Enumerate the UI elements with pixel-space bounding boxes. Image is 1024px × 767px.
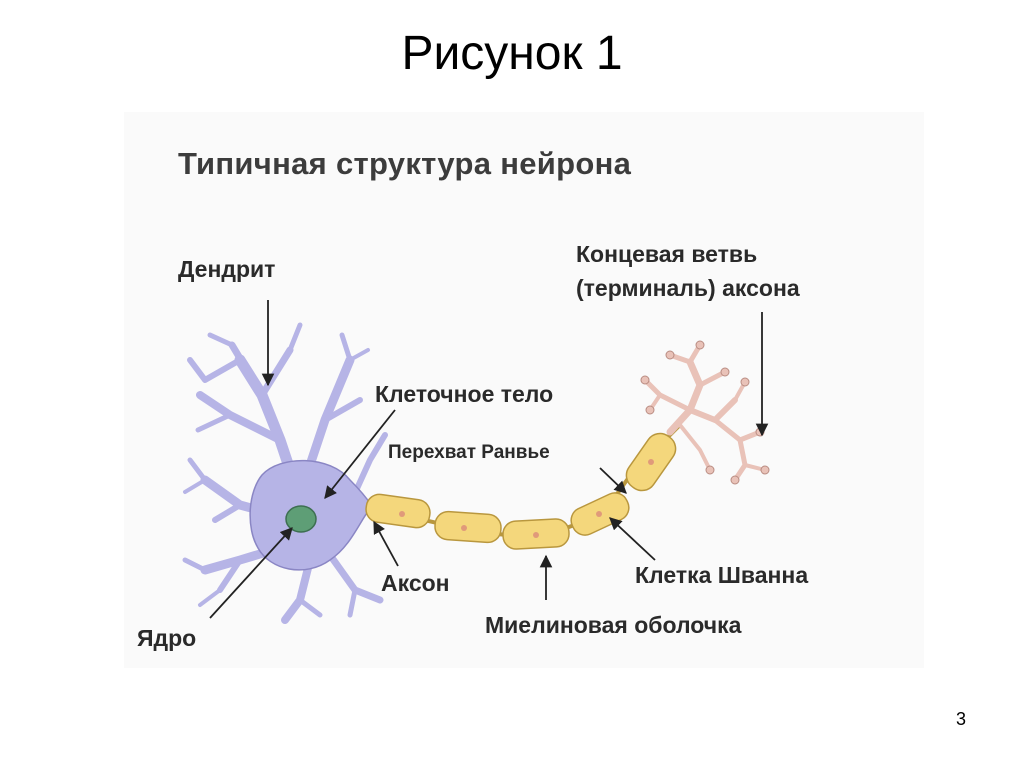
label-cell-body: Клеточное тело bbox=[375, 381, 554, 407]
label-terminal-line1: Концевая ветвь bbox=[576, 241, 758, 267]
arrow-axon bbox=[373, 520, 399, 567]
pointer-arrows bbox=[209, 300, 769, 619]
myelin-segment bbox=[365, 493, 431, 529]
arrow-nucleus bbox=[209, 527, 293, 619]
label-terminal-line2: (терминаль) аксона bbox=[576, 275, 800, 301]
label-axon: Аксон bbox=[381, 570, 450, 596]
arrow-schwann bbox=[609, 517, 656, 561]
arrow-ranvier bbox=[599, 467, 627, 494]
schwann-nuclei bbox=[399, 459, 654, 538]
label-schwann: Клетка Шванна bbox=[635, 562, 809, 588]
label-nucleus: Ядро bbox=[137, 625, 197, 651]
page-number: 3 bbox=[955, 709, 966, 729]
figure-heading: Типичная структура нейрона bbox=[178, 146, 632, 181]
nucleus-shape bbox=[285, 505, 317, 533]
dendrites bbox=[182, 322, 388, 624]
axon-terminals bbox=[642, 342, 767, 483]
slide-title: Рисунок 1 bbox=[401, 27, 623, 80]
label-ranvier: Перехват Ранвье bbox=[388, 442, 550, 463]
myelin-segment bbox=[434, 510, 502, 544]
label-myelin: Миелиновая оболочка bbox=[485, 612, 742, 638]
arrow-cell-body bbox=[324, 409, 396, 499]
label-dendrite: Дендрит bbox=[178, 256, 276, 282]
